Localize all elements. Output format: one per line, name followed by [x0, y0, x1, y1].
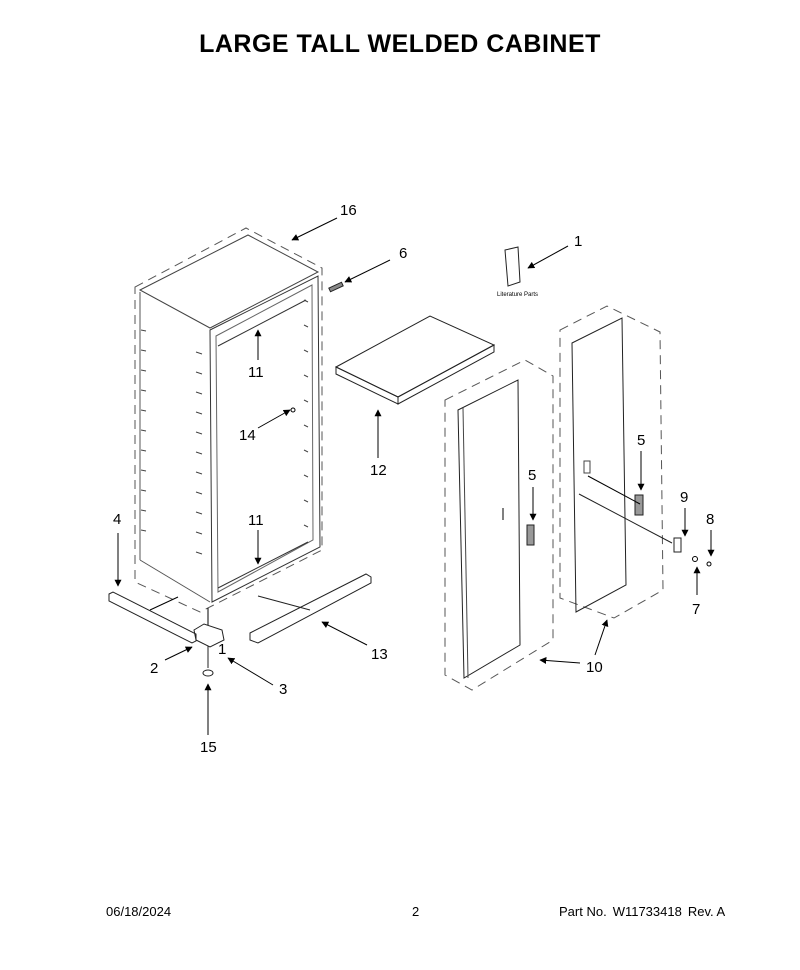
callout-16: 16 — [340, 202, 357, 219]
callout-12: 12 — [370, 462, 387, 479]
callout-9: 9 — [680, 489, 688, 506]
footer-part-label: Part No. — [559, 904, 607, 919]
footer-part-info: Part No. W11733418 Rev. A — [559, 904, 731, 919]
callout-13: 13 — [371, 646, 388, 663]
arrow-16 — [291, 217, 338, 241]
callout-2: 2 — [150, 660, 158, 677]
arrow-10-left — [539, 656, 581, 664]
part-13-base-rail — [249, 573, 372, 644]
arrow-14 — [257, 409, 291, 429]
part-4-base-rail — [108, 591, 197, 644]
footer-page-number: 2 — [412, 904, 420, 919]
callout-1-foot: 1 — [218, 641, 226, 658]
callout-4: 4 — [113, 511, 121, 528]
page-title: LARGE TALL WELDED CABINET — [199, 30, 601, 58]
part-6-bracket — [328, 281, 344, 293]
callout-15: 15 — [200, 739, 217, 756]
callout-10: 10 — [586, 659, 603, 676]
arrow-6 — [344, 259, 391, 283]
left-door — [444, 359, 554, 691]
callout-5-left: 5 — [528, 467, 536, 484]
part-8-pin — [706, 561, 712, 567]
part-14-screw — [290, 407, 296, 413]
arrow-3 — [227, 657, 274, 686]
part-12-shelf — [334, 315, 496, 405]
callout-5-right: 5 — [637, 432, 645, 449]
literature-parts-label: Literature Parts — [497, 292, 538, 298]
callout-11-top: 11 — [248, 364, 264, 381]
arrow-10-right — [594, 619, 609, 656]
literature-parts-icon — [504, 246, 521, 287]
callout-7: 7 — [692, 601, 700, 618]
callout-6: 6 — [399, 245, 407, 262]
footer-revision: Rev. A — [687, 904, 726, 919]
callout-14: 14 — [239, 427, 256, 444]
right-door — [559, 305, 673, 619]
arrow-13 — [321, 621, 368, 646]
callout-8: 8 — [706, 511, 714, 528]
footer-date: 06/18/2024 — [106, 904, 172, 919]
callout-1: 1 — [574, 233, 582, 250]
footer-part-number: W11733418 — [612, 904, 682, 919]
callout-11-bottom: 11 — [248, 512, 264, 529]
part-7-washer — [692, 556, 698, 562]
callout-3: 3 — [279, 681, 287, 698]
part-15-foot — [202, 669, 214, 677]
cabinet-body — [134, 227, 323, 625]
part-2-leveler-bracket — [193, 623, 225, 648]
part-9-hinge — [673, 537, 682, 553]
arrow-1 — [527, 245, 569, 269]
arrow-2 — [164, 646, 193, 661]
